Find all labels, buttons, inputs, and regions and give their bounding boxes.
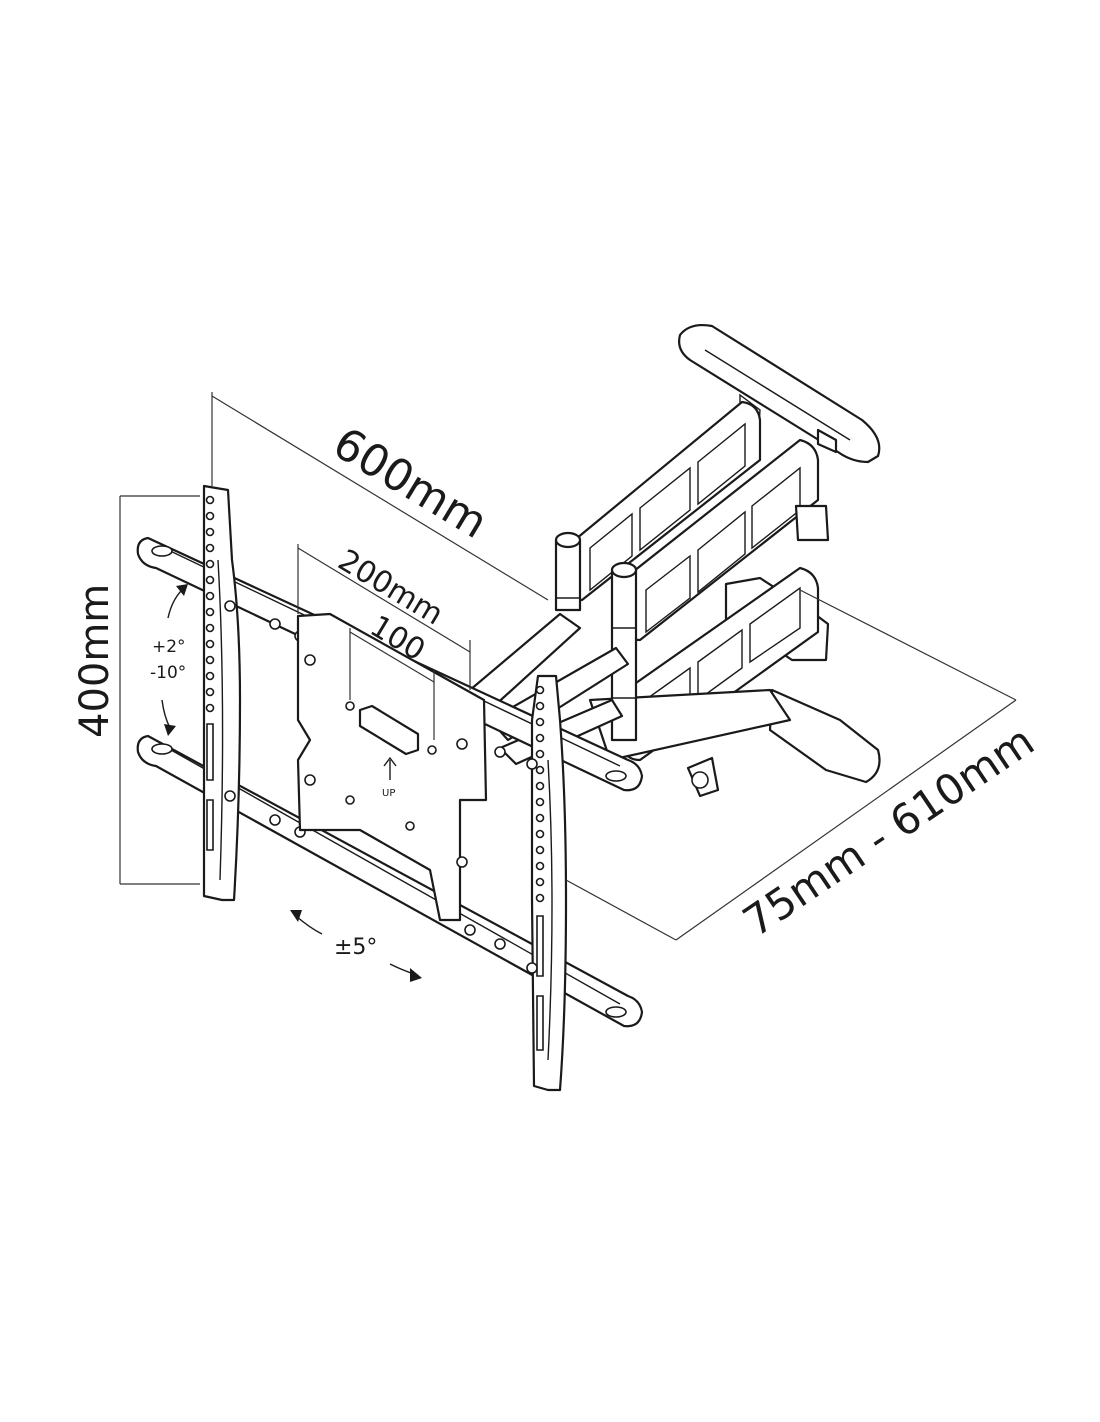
tv-bracket-right: [526, 674, 568, 1092]
plate-up-marking: UP: [382, 788, 395, 799]
articulating-arms: [468, 400, 881, 798]
tilt-arrows: [161, 584, 188, 736]
swivel-arrows: [290, 910, 422, 982]
max-height-label: 400mm: [72, 584, 118, 738]
wall-plate: [678, 323, 881, 464]
tilt-up-label: +2°: [152, 637, 186, 657]
tilt-down-label: -10°: [150, 663, 186, 683]
swivel-label: ±5°: [334, 935, 377, 960]
tv-bracket-left: [202, 484, 242, 902]
max-width-label: 600mm: [324, 418, 496, 549]
depth-range-label: 75mm - 610mm: [734, 716, 1043, 946]
center-mount-plate: UP: [296, 612, 488, 922]
dimension-lines: [119, 392, 1017, 941]
